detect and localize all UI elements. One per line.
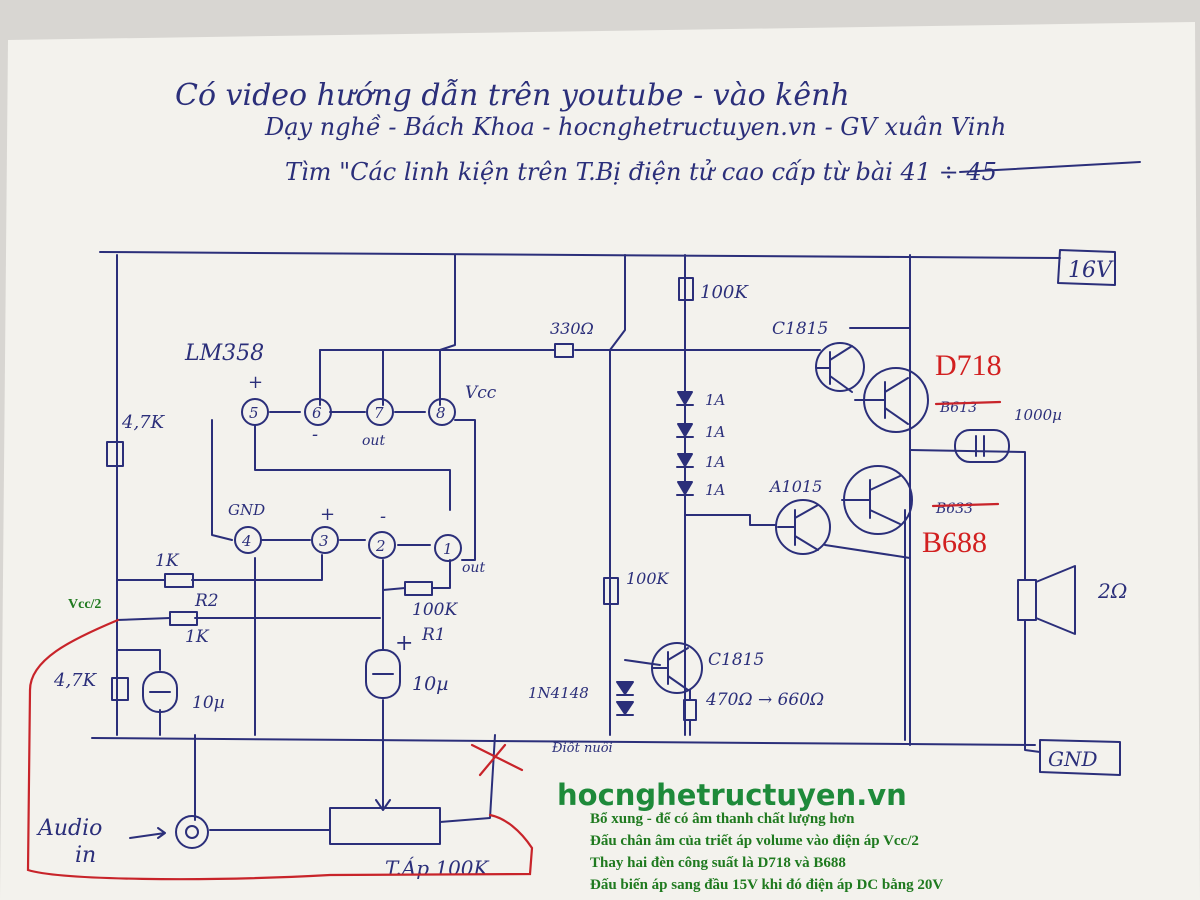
header-notes: Có video hướng dẫn trên youtube - vào kê… [175,78,1141,186]
r-100k-fb-label: 100K [412,600,458,620]
note-line-4: Đấu biến áp sang đầu 15V khi đó điện áp … [590,877,943,893]
pin-3 [311,526,339,554]
speaker-icon [1017,565,1076,635]
r1-label: R1 [421,625,446,645]
c1815-top-label: C1815 [772,319,828,339]
r-4k7-bottom-label: 4,7K [53,670,98,691]
r2-label: R2 [194,591,219,611]
pin-5-label: 5 [249,404,259,422]
d3-label: 1A [705,453,726,471]
vcc-pin-label: Vcc [465,383,497,403]
b688-label: B688 [922,526,987,559]
c-10u-b-label: 10µ [412,673,449,695]
diot-nuoi-label: Điốt nuôi [551,740,613,756]
capacitor-10u-b [365,649,401,699]
pin-8 [428,398,456,426]
audio-in-label-2: in [75,843,96,868]
ic-label: LM358 [184,341,264,366]
red-cross-icon [470,743,524,777]
brand-watermark: hocnghetructuyen.vn [557,778,907,812]
pin-1 [434,534,462,562]
capacitor-10u-a [142,671,178,713]
d718-label: D718 [935,349,1002,382]
plus-a: + [248,372,263,393]
pot-label: T.Áp 100K [385,856,490,880]
d1-label: 1A [705,391,726,409]
opamp-pins: 5 6 7 8 4 3 2 1 [234,398,462,562]
pin-6-label: 6 [312,404,322,422]
resistor-4k7-bottom [111,677,129,701]
audio-in-label: Audio [36,816,102,841]
speaker-label: 2Ω [1097,579,1127,603]
d4-label: 1A [705,481,726,499]
r-1k-a-label: 1K [155,551,180,571]
paper-background [0,22,1200,900]
transistors [651,342,929,694]
resistor-100k-top [678,277,694,301]
pin-4-label: 4 [241,532,252,550]
pot-wiper [375,799,391,811]
r-1k-b-label: 1K [185,627,210,647]
pin-7-label: 7 [374,404,384,422]
pin-3-label: 3 [319,532,329,550]
r-330-label: 330Ω [550,319,594,338]
audio-jack-icon [129,815,209,849]
gnd-label: GND [1048,747,1098,771]
circuit-wires [91,249,1121,831]
capacitor-1000u [954,429,1010,463]
plus-b: + [320,504,335,525]
resistor-100k-fb [404,581,433,596]
pin-1-label: 1 [443,540,453,558]
r-470-label: 470Ω → 660Ω [705,690,824,710]
c1815-bottom-label: C1815 [708,650,764,670]
d2-label: 1A [705,423,726,441]
r-100k-mid-label: 100K [626,569,670,588]
r-100k-top-label: 100K [700,282,749,303]
red-corrections: D718 B613 B633 B688 [26,349,1002,881]
resistor-470 [683,699,697,721]
header-line-3: Tìm "Các linh kiện trên T.Bị điện tử cao… [285,158,997,186]
transistor-a1015 [775,499,831,555]
header-line-2: Dạy nghề - Bách Khoa - hocnghetructuyen.… [264,113,1006,141]
c-10u-a-label: 10µ [192,693,225,713]
underline [959,161,1141,173]
note-line-2: Đấu chân âm của triết áp volume vào điện… [590,833,919,849]
gnd-pin-label: GND [228,501,265,519]
out-label-1: out [362,433,385,449]
vcc-half-label: Vcc/2 [68,597,101,612]
resistor-1k-b [169,611,198,626]
header-line-1: Có video hướng dẫn trên youtube - vào kê… [175,78,850,113]
pin-4 [234,526,262,554]
pin-2-label: 2 [375,537,386,555]
1n4148-label: 1N4148 [528,684,589,702]
note-line-3: Thay hai đèn công suất là D718 và B688 [590,855,846,871]
out-label-2: out [462,560,485,576]
resistors [106,277,697,845]
pin-5 [241,398,269,426]
resistor-330 [554,343,574,358]
cap-out-label: 1000µ [1014,406,1062,424]
b633-label: B633 [935,501,973,517]
a1015-label: A1015 [768,477,822,496]
minus-b: - [380,506,386,527]
resistor-100k-mid [603,577,619,605]
note-line-1: Bổ xung - để có âm thanh chất lượng hơn [590,811,855,827]
pin-8-label: 8 [436,404,446,422]
red-wire [26,618,534,881]
diodes [616,391,694,716]
r-4k7-top-label: 4,7K [121,412,166,433]
component-labels: LM358 Vcc out out GND + + + - - 16V GND … [36,258,1127,880]
resistor-1k-a [164,573,194,588]
capacitors [142,429,1010,713]
pin-7 [366,398,394,426]
pin-6 [304,398,332,426]
notes-block: Bổ xung - để có âm thanh chất lượng hơn … [590,811,943,893]
pin-2 [368,531,396,559]
plus-c: + [395,631,413,656]
supply-label: 16V [1068,258,1114,283]
resistor-4k7-top [106,441,124,467]
minus-a: - [312,424,318,445]
